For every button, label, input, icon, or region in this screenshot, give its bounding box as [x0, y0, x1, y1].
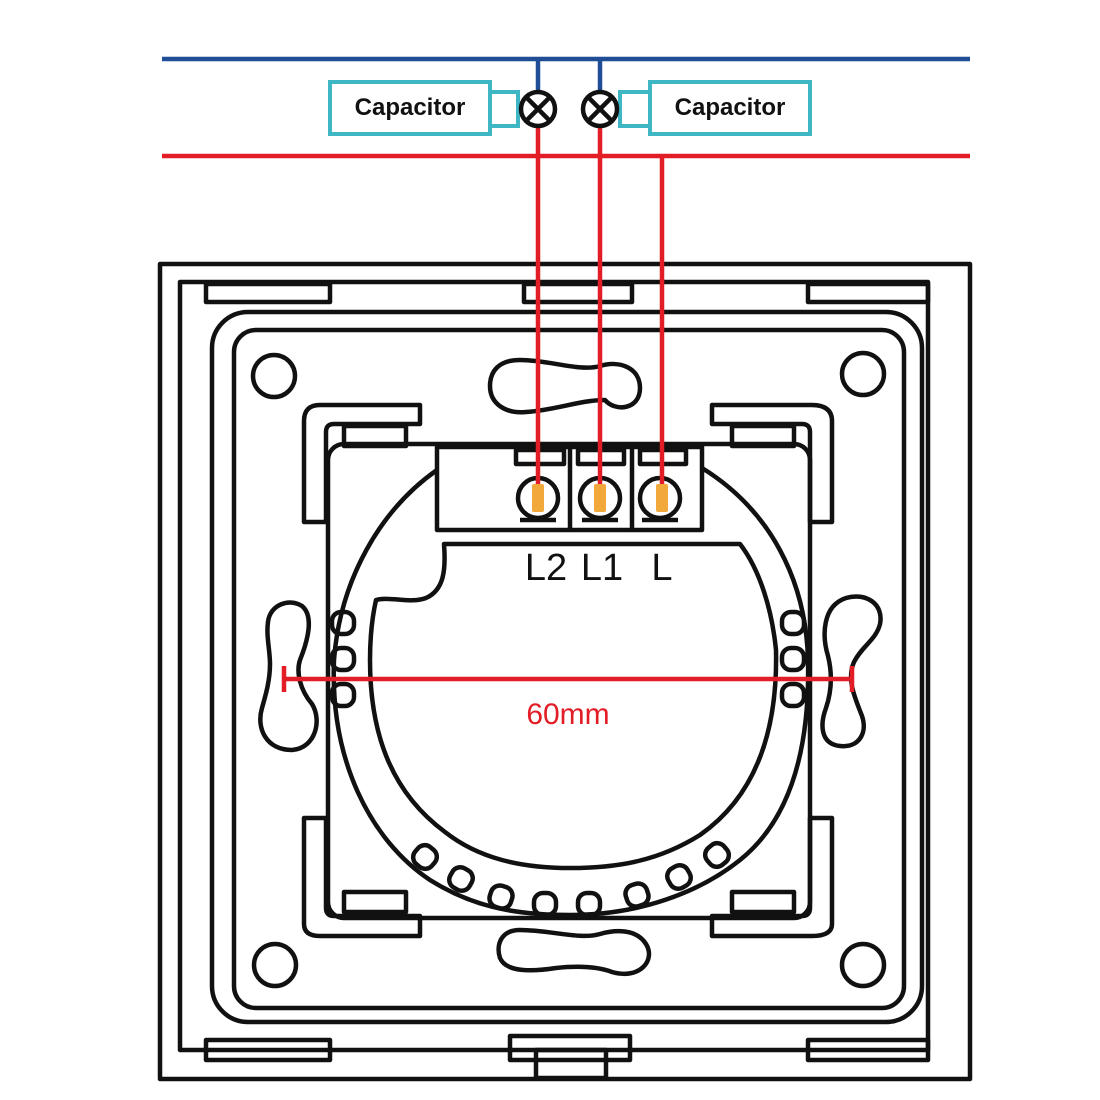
capacitor-box-left: [328, 80, 492, 136]
side-bump-l2: [329, 645, 357, 673]
latch-br: [729, 889, 797, 915]
side-bump-l1: [329, 609, 357, 637]
bottom-clip-center: [507, 1033, 633, 1063]
dimension-line: [281, 666, 855, 692]
switch-body: [157, 261, 973, 1082]
bottom-clip-left: [203, 1037, 333, 1063]
capacitor-lead-left: [490, 90, 520, 128]
terminal-pin-l2: [532, 484, 544, 512]
terminal-label-l2: L2: [525, 547, 567, 589]
top-clip-left: [203, 281, 333, 305]
corner-hole-br: [839, 941, 887, 989]
left-slot: [258, 600, 319, 753]
right-slot: [820, 594, 883, 749]
top-clip-center: [521, 281, 635, 305]
side-bump-r3: [779, 681, 807, 709]
terminal-pin-l: [656, 484, 668, 512]
lamp-icon: [518, 89, 620, 129]
terminal-label-l: L: [651, 547, 672, 589]
terminal-label-l1: L1: [581, 547, 623, 589]
corner-hole-tl: [250, 352, 298, 400]
lamp-right: [580, 89, 620, 129]
top-slot: [487, 357, 643, 415]
dimension-label: 60mm: [526, 698, 609, 731]
module-inner: [367, 541, 779, 871]
side-bump-l3: [329, 681, 357, 709]
terminal-pin-l1: [594, 484, 606, 512]
lamp-left: [518, 89, 558, 129]
bracket-tl: [301, 402, 423, 525]
capacitor-label-right: Capacitor: [675, 94, 786, 121]
bottom-clip-center-tab: [533, 1047, 609, 1081]
bracket-tr: [709, 402, 835, 525]
top-clip-right: [805, 281, 931, 305]
bottom-bumps: [410, 840, 732, 918]
capacitor-label-left: Capacitor: [355, 94, 466, 121]
capacitor-box-right: [648, 80, 812, 136]
module-arc: [331, 466, 811, 918]
bottom-clip-right: [805, 1037, 931, 1063]
side-bump-r2: [779, 645, 807, 673]
side-bump-r1: [779, 609, 807, 637]
capacitor-lead-right: [618, 90, 650, 128]
plate-rounded-outer: [209, 309, 925, 1025]
corner-hole-bl: [251, 941, 299, 989]
corner-hole-tr: [839, 350, 887, 398]
plate-rounded-inner: [231, 327, 907, 1011]
latch-bl: [341, 889, 409, 915]
bottom-slot: [496, 927, 652, 976]
